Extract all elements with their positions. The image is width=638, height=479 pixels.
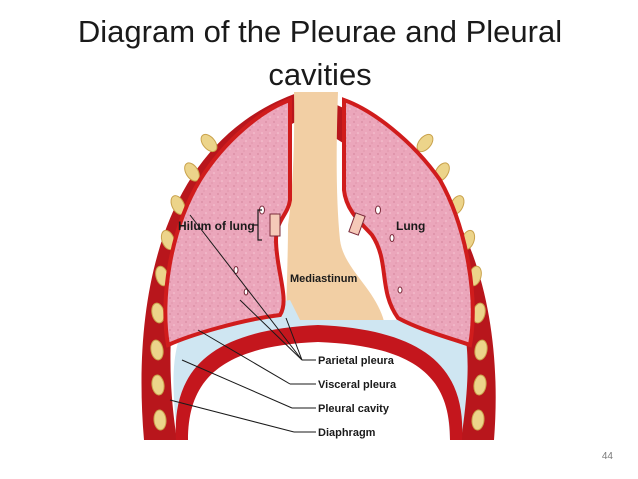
label-visceral-pleura: Visceral pleura [318, 379, 397, 391]
slide-number: 44 [601, 451, 613, 462]
label-lung: Lung [396, 219, 425, 233]
slide-title: Diagram of the Pleurae and Pleural cavit… [40, 10, 600, 96]
hilum-detail [233, 205, 403, 296]
right-lung [342, 97, 475, 348]
label-pleural-cavity: Pleural cavity [318, 403, 390, 415]
slide-title-line-1: Diagram of the Pleurae and Pleural [77, 14, 563, 49]
left-lung [163, 97, 292, 348]
label-diaphragm: Diaphragm [318, 427, 376, 439]
ribs [150, 133, 488, 431]
hilum-bracket [252, 209, 262, 241]
pleural-cavity-region [173, 300, 468, 440]
label-parietal-pleura: Parietal pleura [318, 355, 395, 367]
label-hilum: Hilum of lung [178, 219, 255, 233]
mediastinum-region [286, 92, 386, 332]
label-mediastinum: Mediastinum [290, 273, 357, 285]
slide-title-line-2: cavities [268, 57, 372, 92]
leader-lines [169, 214, 316, 433]
